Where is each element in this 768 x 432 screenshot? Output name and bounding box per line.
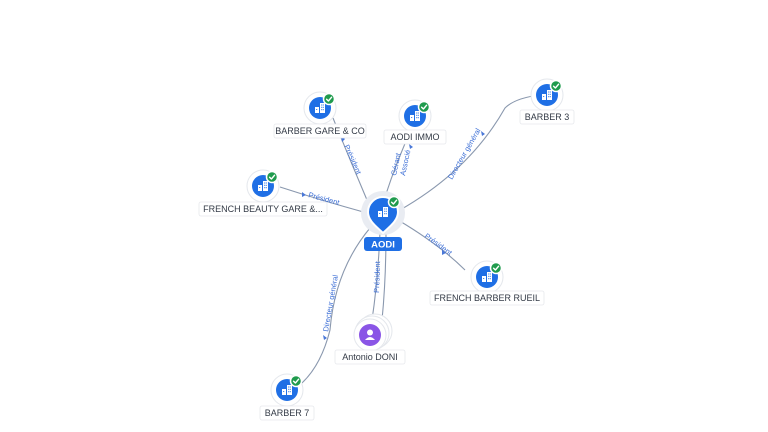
person-label: Antonio DONI	[342, 352, 398, 362]
edge-label-french-barber-rueil: Président	[423, 231, 455, 257]
verified-check-icon	[417, 100, 431, 114]
center-label: AODI	[371, 240, 395, 251]
company-node-french-barber-rueil[interactable]: FRENCH BARBER RUEIL	[429, 260, 545, 306]
edge-french-beauty	[279, 186, 368, 214]
company-label: BARBER GARE & CO	[275, 126, 365, 136]
edge-french-barber-rueil	[397, 219, 466, 271]
person-icon	[365, 329, 375, 340]
edge-barber-3	[399, 94, 541, 211]
edge-label-barber-3: Directeur général	[446, 126, 483, 181]
edge-label-aodi-immo-2: Associé	[398, 149, 412, 177]
center-node-aodi[interactable]: AODI	[361, 191, 405, 251]
verified-check-icon	[265, 170, 279, 184]
edge-label-person: Président	[372, 260, 382, 293]
company-node-barber-3[interactable]: BARBER 3	[519, 78, 575, 125]
company-label: BARBER 7	[265, 408, 310, 418]
company-node-aodi-immo[interactable]: AODI IMMO	[383, 99, 447, 145]
verified-check-icon	[549, 79, 563, 93]
company-node-barber-gare[interactable]: BARBER GARE & CO	[273, 91, 367, 139]
verified-check-icon	[387, 195, 401, 209]
verified-check-icon	[289, 374, 303, 388]
company-node-french-beauty[interactable]: FRENCH BEAUTY GARE &...	[198, 169, 328, 217]
company-label: FRENCH BEAUTY GARE &...	[203, 204, 323, 214]
edge-barber-7	[295, 227, 371, 389]
verified-check-icon	[322, 92, 336, 106]
company-label: AODI IMMO	[391, 132, 440, 142]
company-node-barber-7[interactable]: BARBER 7	[259, 373, 315, 421]
person-node-antonio-doni[interactable]: Antonio DONI	[334, 313, 406, 365]
edge-label-barber-gare: Président	[342, 143, 363, 176]
company-label: BARBER 3	[525, 112, 570, 122]
edge-label-barber-7: Directeur général	[321, 274, 340, 333]
verified-check-icon	[489, 261, 503, 275]
company-label: FRENCH BARBER RUEIL	[434, 293, 540, 303]
